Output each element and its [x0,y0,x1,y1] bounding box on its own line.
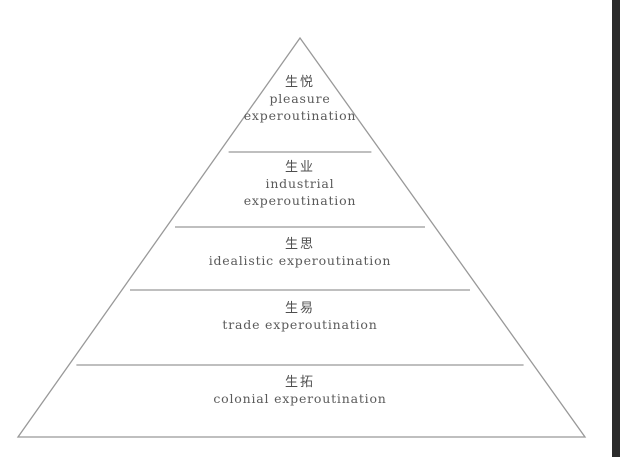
pyramid-tier-colonial: 生拓 colonial experoutination [90,374,510,408]
tier-label-cn: 生拓 [284,375,315,390]
pyramid-tier-idealistic: 生思 idealistic experoutination [130,236,470,270]
tier-label-cn: 生业 [284,160,315,175]
tier-label-en-line1: pleasure [269,91,331,107]
tier-label-en-line1: trade experoutination [222,317,378,333]
tier-label-en-line1: idealistic experoutination [208,253,392,269]
tier-label-cn: 生思 [284,237,315,252]
tier-label-cn: 生易 [284,301,315,316]
right-edge-strip [612,0,620,457]
pyramid-tier-pleasure: 生悦 pleasure experoutination [160,74,440,124]
tier-label-en-line2: experoutination [243,192,357,208]
tier-label-en-line1: colonial experoutination [213,391,387,407]
pyramid-tier-industrial: 生业 industrial experoutination [160,159,440,209]
tier-label-en-line1: industrial [265,176,335,192]
tier-label-cn: 生悦 [284,75,315,90]
tier-label-en-line2: experoutination [243,107,357,123]
pyramid-tier-trade: 生易 trade experoutination [110,300,490,334]
pyramid-outline [16,36,587,438]
